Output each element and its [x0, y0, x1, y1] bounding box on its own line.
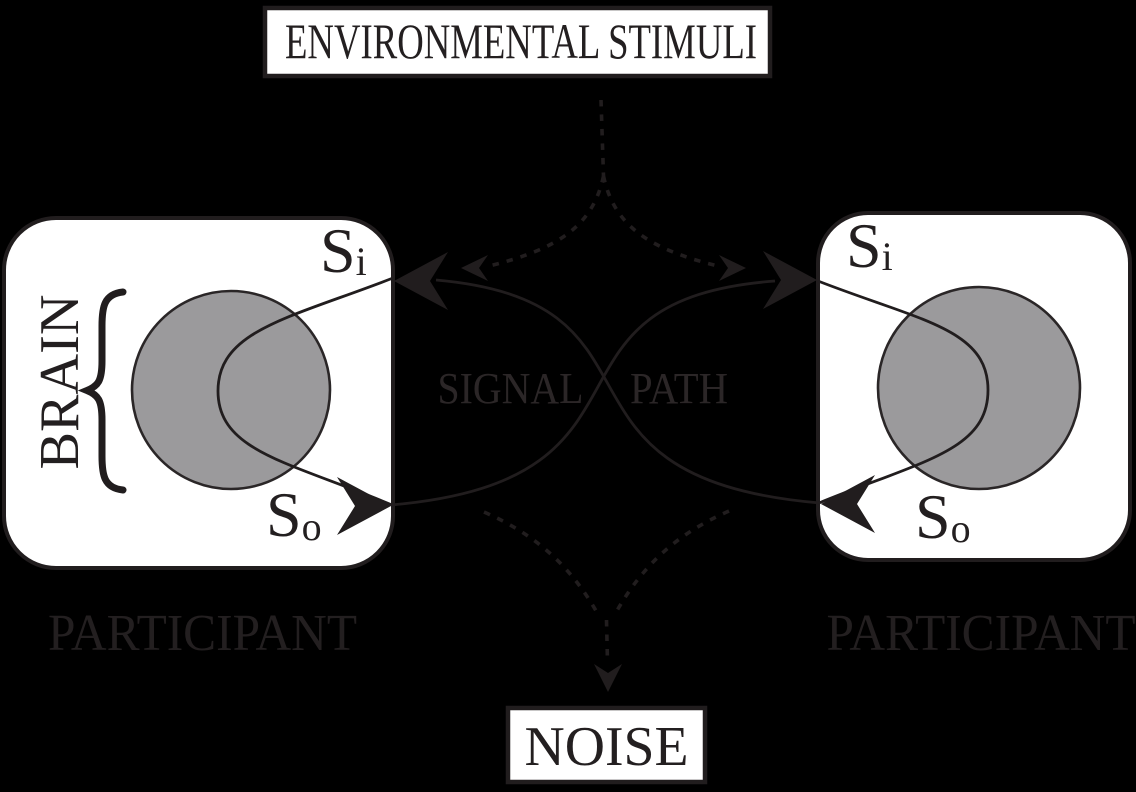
right-input-signal-label: Si	[846, 210, 893, 281]
signal-path-left-to-right	[390, 279, 776, 507]
right-si-sub: i	[882, 234, 893, 279]
path-word-label: PATH	[630, 364, 728, 413]
stimuli-right-dotted-line	[601, 175, 719, 268]
right-output-signal-label: So	[915, 481, 971, 552]
noise-left-dotted-line	[483, 510, 601, 617]
right-input-arrowhead-icon	[763, 251, 817, 309]
right-output-arrowhead-icon	[821, 475, 875, 533]
right-brain-circle	[876, 285, 1082, 491]
left-output-arrowhead-icon	[337, 477, 391, 535]
stimuli-left-dotted-line	[488, 175, 606, 268]
left-participant-label: PARTICIPANT	[48, 605, 357, 662]
right-participant-label: PARTICIPANT	[827, 605, 1136, 662]
stimuli-stem-dotted-line	[599, 99, 606, 177]
stimuli-left-arrowhead-icon	[461, 255, 488, 281]
left-so-sub: o	[302, 504, 322, 549]
signal-word-label: SIGNAL	[438, 364, 584, 413]
environmental-stimuli-label: ENVIRONMENTAL STIMULI	[285, 13, 757, 69]
noise-label: NOISE	[525, 716, 689, 778]
noise-box	[505, 705, 708, 785]
dotted-arrowheads	[461, 255, 746, 692]
left-brain-circle	[130, 289, 332, 491]
internal-signal-arcs	[216, 276, 990, 507]
environmental-stimuli-box	[262, 5, 773, 79]
signal-arrowheads	[337, 251, 875, 535]
right-internal-signal-arc	[817, 279, 990, 505]
noise-stem-dotted-line	[604, 619, 610, 663]
dotted-paths	[483, 99, 730, 663]
left-input-signal-label: Si	[320, 215, 367, 286]
brain-brace-icon	[77, 288, 127, 494]
left-so-base: S	[266, 479, 302, 550]
right-so-base: S	[915, 481, 951, 552]
left-internal-signal-arc	[216, 276, 394, 507]
left-si-base: S	[320, 215, 356, 286]
noise-down-arrowhead-icon	[594, 664, 622, 692]
left-si-sub: i	[356, 239, 367, 284]
noise-right-dotted-line	[612, 509, 730, 617]
stimuli-right-arrowhead-icon	[719, 255, 746, 281]
left-output-signal-label: So	[266, 479, 322, 550]
signal-path-right-to-left	[435, 278, 821, 505]
right-so-sub: o	[951, 506, 971, 551]
left-input-arrowhead-icon	[394, 252, 448, 310]
external-signal-paths	[390, 278, 821, 507]
right-si-base: S	[846, 210, 882, 281]
brain-label: BRAIN	[29, 295, 91, 470]
